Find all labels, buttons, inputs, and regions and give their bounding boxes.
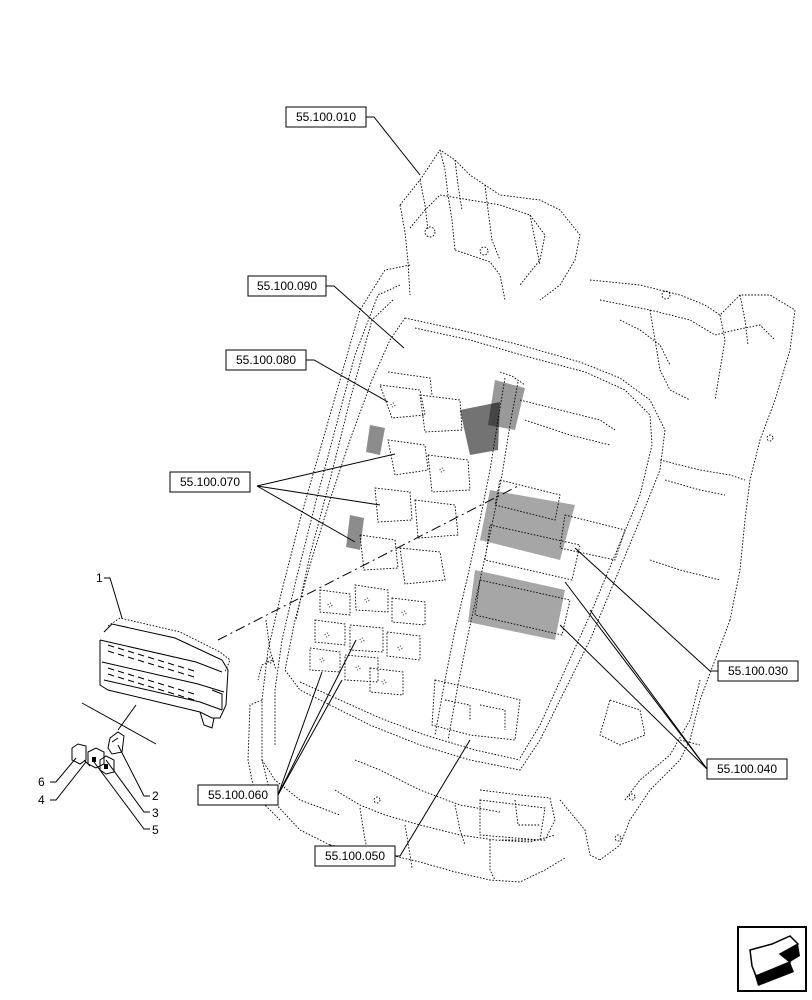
ref-box-070[interactable]: 55.100.070 <box>169 471 251 493</box>
fuse-block-detail <box>99 617 231 729</box>
leader-lines <box>50 116 718 857</box>
ref-label-090: 55.100.090 <box>257 279 317 293</box>
ref-box-080[interactable]: 55.100.080 <box>225 349 307 371</box>
ref-box-040[interactable]: 55.100.040 <box>706 758 788 780</box>
ref-label-010: 55.100.010 <box>296 110 356 124</box>
ref-label-030: 55.100.030 <box>728 664 788 678</box>
ref-label-080: 55.100.080 <box>236 353 296 367</box>
callout-5: 5 <box>152 823 159 837</box>
arrow-left-icon[interactable] <box>737 926 807 992</box>
callout-4: 4 <box>38 793 45 807</box>
callout-3: 3 <box>152 806 159 820</box>
ref-label-070: 55.100.070 <box>180 475 240 489</box>
ref-box-010[interactable]: 55.100.010 <box>285 106 367 128</box>
ref-box-060[interactable]: 55.100.060 <box>197 784 279 806</box>
ref-label-050: 55.100.050 <box>325 849 385 863</box>
explode-lines <box>81 484 521 745</box>
ref-label-040: 55.100.040 <box>717 762 777 776</box>
ref-label-060: 55.100.060 <box>208 788 268 802</box>
callout-1: 1 <box>96 571 103 585</box>
ref-box-050[interactable]: 55.100.050 <box>314 845 396 867</box>
ref-box-030[interactable]: 55.100.030 <box>717 660 799 682</box>
ref-box-090[interactable]: 55.100.090 <box>247 275 327 297</box>
fuse-relay-board <box>284 317 666 771</box>
callout-2: 2 <box>152 789 159 803</box>
callout-6: 6 <box>38 775 45 789</box>
